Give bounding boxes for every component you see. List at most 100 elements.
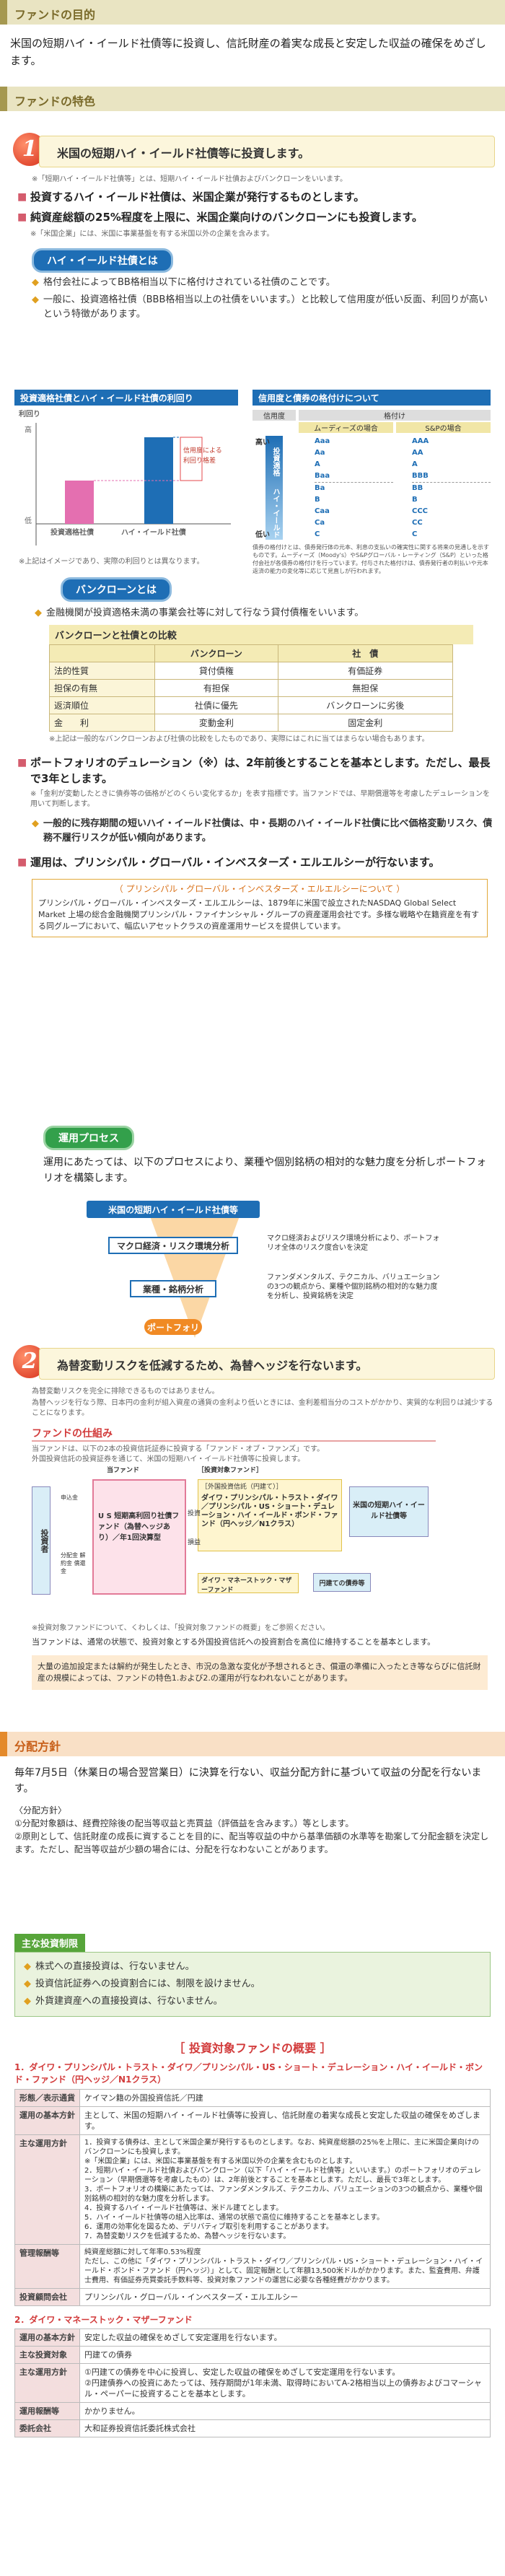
- process-flow: 米国の短期ハイ・イールド社債等 マクロ経済・リスク環境分析 マクロ経済およびリス…: [43, 1186, 495, 1345]
- rating-col-credit: 信用度: [252, 410, 296, 421]
- operator-bullet: 運用は、プリンシパル・グローバル・インベスターズ・エルエルシーが行ないます。: [17, 854, 495, 870]
- feature-bullet: 純資産総額の25%程度を上限に、米国企業向けのバンクローンにも投資します。: [17, 209, 495, 225]
- cmp-cell: 有価証券: [277, 662, 454, 680]
- ov-key: 運用の基本方針: [14, 2106, 80, 2135]
- spread-callout: 信用度による利回り格差: [183, 447, 222, 465]
- cmp-cell: 貸付債権: [154, 662, 278, 680]
- limits-section: 主な投資制限 株式への直接投資は、行ないません。 投資信託証券への投資割合には、…: [0, 1934, 505, 2017]
- dist-policy-2: ②原則として、信託財産の成長に資することを目的に、配当等収益の中から基準価額の水…: [14, 1831, 489, 1854]
- rating-moody-head: ムーディーズの場合: [299, 422, 393, 433]
- process-step-2-note: マクロ経済およびリスク環境分析により、ポートフォリオ全体のリスク度合いを決定: [267, 1235, 440, 1252]
- dist-policy-label: 〈分配方針〉: [14, 1805, 67, 1815]
- duration-bullet: ポートフォリオのデュレーション（※）は、2年前後とすることを基本とします。ただし…: [17, 755, 495, 787]
- scheme-diagram: 投資者 申込金 分配金 解約金 償還金 当ファンド U S 短期高利回り社債ファ…: [32, 1465, 495, 1624]
- ov-val: ケイマン籍の外国投資信託／円建: [79, 2089, 491, 2107]
- sp-grade: CCC: [412, 507, 429, 515]
- master-label: ［投資対象ファンド］: [198, 1467, 263, 1474]
- table-row: 運用の基本方針主として、米国の短期ハイ・イールド社債等に投資し、信託財産の着実な…: [14, 2106, 491, 2135]
- process-text: 運用にあたっては、以下のプロセスにより、業種や個別銘柄の相対的な魅力度を分析しポ…: [43, 1157, 487, 1184]
- feature-note: ※「米国企業」には、米国に事業基盤を有する米国以外の企業を含みます。: [30, 230, 274, 238]
- cmp-cell: 返済順位: [48, 696, 156, 714]
- investor-box: 投資者: [32, 1486, 50, 1595]
- ov-key: 主な運用方針: [14, 2363, 80, 2403]
- process-pill: 運用プロセス: [43, 1126, 134, 1150]
- cmp-cell: バンクローンに劣後: [277, 696, 454, 714]
- jp-bond-box: 円建ての債券等: [313, 1573, 371, 1592]
- target-box: 米国の短期ハイ・イールド社債等: [349, 1486, 429, 1537]
- rating-ig-label: 投資適格: [271, 447, 279, 476]
- pgi-text: プリンシパル・グローバル・インベスターズ・エルエルシーは、1879年に米国で設立…: [38, 898, 479, 931]
- table-row: 主な投資対象円建ての債券: [14, 2346, 491, 2364]
- rating-col-grade: 格付け: [299, 410, 491, 421]
- ov-key: 運用報酬等: [14, 2402, 80, 2420]
- scheme-note: 外国投資信託の投資証券を通じて、米国の短期ハイ・イールド社債等に投資します。: [32, 1455, 305, 1463]
- moody-grade: Baa: [315, 470, 393, 483]
- cmp-cell: 変動金利: [154, 714, 278, 732]
- feature-bullet: 投資するハイ・イールド社債は、米国企業が発行するものとします。: [17, 189, 495, 205]
- sp-grade: C: [412, 530, 418, 538]
- overview-a-table: 形態／表示通貨ケイマン籍の外国投資信託／円建 運用の基本方針主として、米国の短期…: [14, 2089, 491, 2306]
- ov-val: かかりません。: [79, 2402, 491, 2420]
- ov-val: 純資産総額に対して年率0.53%程度 ただし、この他に「ダイワ・プリンシパル・ト…: [79, 2244, 491, 2289]
- overview-section: ［ 投資対象ファンドの概要 ］ 1．ダイワ・プリンシパル・トラスト・ダイワ／プリ…: [0, 2038, 505, 2437]
- process-section: 運用プロセス 運用にあたっては、以下のプロセスにより、業種や個別銘柄の相対的な魅…: [0, 1126, 505, 1345]
- overview-a-title: 1．ダイワ・プリンシパル・トラスト・ダイワ／プリンシパル・US・ショート・デュレ…: [14, 2062, 483, 2085]
- scheme-note: 当ファンドは、以下の2本の投資信託証券に投資する「ファンド・オブ・ファンズ」です…: [32, 1445, 325, 1453]
- section-fund-purpose: ファンドの目的 米国の短期ハイ・イールド社債等に投資し、信託財産の着実な成長と安…: [0, 0, 505, 69]
- distribution-section: 分配方針 毎年7月5日（休業日の場合翌営業日）に決算を行ない、収益分配方針に基づ…: [0, 1732, 505, 1856]
- sp-grade: BBB: [412, 470, 491, 483]
- hy-point: 格付会社によってBB格相当以下に格付けされている社債のことです。: [32, 276, 495, 290]
- rating-hy-label: ハイ・イールド: [271, 488, 279, 538]
- cmp-cell: 固定金利: [277, 714, 454, 732]
- table-row: 委託会社大和証券投資信託委託株式会社: [14, 2419, 491, 2437]
- flow-return: 分配金 解約金 償還金: [61, 1552, 86, 1574]
- dist-policy-1: ①分配対象額は、経費控除後の配当等収益と売買益（評価益を含みます。）等とします。: [14, 1818, 354, 1828]
- hy-pill-label: ハイ・イールド社債とは: [32, 248, 173, 273]
- y-axis-high: 高: [25, 426, 32, 434]
- bar-investment-grade: [65, 481, 94, 524]
- cmp-cell: 担保の有無: [48, 679, 156, 697]
- process-step-3-note: ファンダメンタルズ、テクニカル、バリュエーションの3つの観点から、業種や個別銘柄…: [267, 1274, 440, 1300]
- y-axis-low: 低: [25, 517, 32, 525]
- limit-item: 株式への直接投資は、行ないません。: [24, 1960, 481, 1974]
- comparison-table: バンクローン社 債 法的性質貸付債権有価証券 担保の有無有担保無担保 返済順位社…: [48, 644, 454, 732]
- flow-invest: 投資: [188, 1510, 201, 1517]
- cmp-head: [48, 644, 156, 662]
- rating-low: 低い: [255, 531, 270, 539]
- rating-note: 債券の格付けとは、債券発行体の元本、利息の支払いの確実性に関する将来の見通しを示…: [252, 544, 489, 574]
- duration-sub: 一般的に残存期間の短いハイ・イールド社債は、中・長期のハイ・イールド社債に比べ価…: [32, 817, 495, 846]
- sp-grade: CC: [412, 519, 423, 527]
- ov-val: プリンシパル・グローバル・インベスターズ・エルエルシー: [79, 2288, 491, 2306]
- cmp-title: バンクローンと社債との比較: [49, 625, 473, 644]
- ov-val: 1．投資する債券は、主として米国企業が発行するものとします。なお、純資産総額の2…: [79, 2134, 491, 2245]
- section-title: ファンドの特色: [0, 87, 505, 111]
- section-title: 分配方針: [0, 1732, 505, 1756]
- table-row: 運用報酬等かかりません。: [14, 2402, 491, 2420]
- foreign-name: ダイワ・プリンシパル・トラスト・ダイワ／プリンシパル・US・ショート・デュレーシ…: [201, 1494, 338, 1528]
- pgi-title: （ プリンシパル・グローバル・インベスターズ・エルエルシーについて ）: [114, 884, 405, 894]
- process-step-2: マクロ経済・リスク環境分析: [108, 1237, 238, 1254]
- section-title: ファンドの目的: [0, 0, 505, 25]
- bank-loan-section: バンクローンとは 金融機関が投資適格未満の事業会社等に対して行なう貸付債権をいい…: [0, 577, 505, 937]
- overview-b-title: 2．ダイワ・マネーストック・マザーファンド: [14, 2315, 193, 2325]
- purpose-text: 米国の短期ハイ・イールド社債等に投資し、信託財産の着実な成長と安定した収益の確保…: [10, 37, 486, 67]
- sp-grade: B: [412, 496, 418, 504]
- process-step-1: 米国の短期ハイ・イールド社債等: [87, 1201, 260, 1218]
- moody-grade: Ca: [315, 519, 325, 527]
- ov-val: ①円建ての債券を中心に投資し、安定した収益の確保をめざして安定運用を行ないます。…: [79, 2363, 491, 2403]
- moody-grade: Aaa: [315, 437, 330, 445]
- limit-item: 外貨建資産への直接投資は、行ないません。: [24, 1994, 481, 2009]
- sp-grade: AAA: [412, 437, 429, 445]
- overview-b-table: 運用の基本方針安定した収益の確保をめざして安定運用を行ないます。 主な投資対象円…: [14, 2329, 491, 2437]
- bl-pill-label: バンクローンとは: [61, 577, 172, 602]
- moody-grade: Aa: [315, 449, 325, 457]
- rating-sp-head: S&Pの場合: [396, 422, 491, 433]
- ov-val: 主として、米国の短期ハイ・イールド社債等に投資し、信託財産の着実な成長と安定した…: [79, 2106, 491, 2135]
- hy-point: 一般に、投資適格社債（BBB格相当以上の社債をいいます。）と比較して信用度が低い…: [32, 293, 495, 322]
- rating-title: 信用度と債券の格付けについて: [252, 390, 491, 406]
- limits-title: 主な投資制限: [14, 1934, 86, 1952]
- bl-point: 金融機関が投資適格未満の事業会社等に対して行なう貸付債権をいいます。: [35, 606, 495, 621]
- ov-key: 管理報酬等: [14, 2244, 80, 2289]
